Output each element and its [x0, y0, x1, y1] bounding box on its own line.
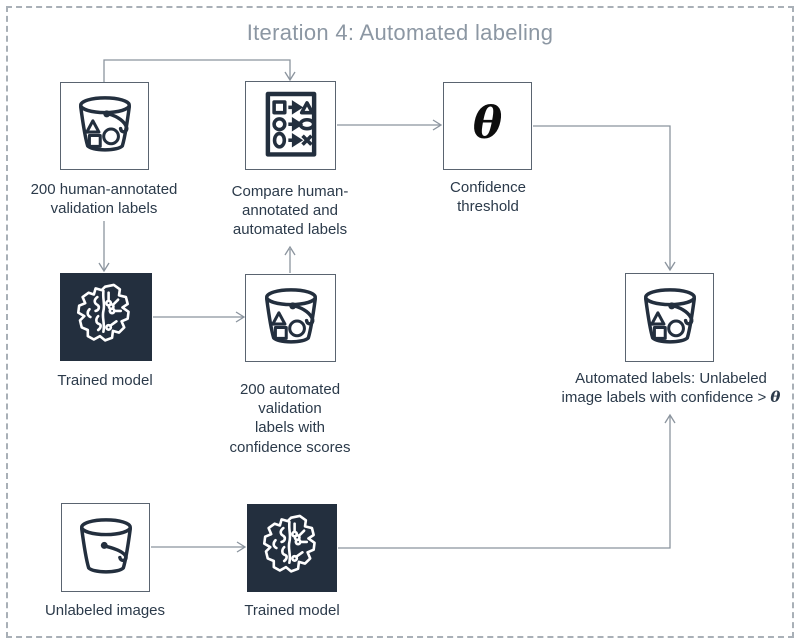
- node-unlabeled-images-bucket: [61, 503, 150, 592]
- arrow-human-bucket-to-model: [98, 221, 110, 273]
- human-annotated-bucket-label: 200 human-annotated validation labels: [30, 181, 178, 218]
- compare-labels-icon: [251, 86, 331, 166]
- node-compare-labels: [245, 81, 336, 170]
- node-trained-model-top: [60, 273, 152, 361]
- diagram-title: Iteration 4: Automated labeling: [246, 20, 554, 45]
- automated-validation-bucket-label: 200 automated validation labels with con…: [229, 381, 351, 456]
- arrow-human-bucket-to-compare: [103, 59, 296, 82]
- trained-model-bottom-label: Trained model: [244, 602, 340, 619]
- labeled-bucket-icon: [252, 279, 330, 357]
- output-labels-bucket-label: Automated labels: Unlabeled image labels…: [560, 369, 782, 407]
- labeled-bucket-icon: [66, 87, 144, 165]
- trained-model-top-label: Trained model: [57, 372, 153, 389]
- empty-bucket-icon: [67, 509, 145, 587]
- node-human-annotated-bucket: [60, 82, 149, 170]
- theta-inline-symbol: θ: [770, 388, 781, 407]
- unlabeled-images-label: Unlabeled images: [44, 602, 166, 619]
- theta-symbol: θ: [472, 98, 503, 149]
- node-output-labels-bucket: [625, 273, 714, 362]
- arrow-model-to-output-bucket: [338, 413, 676, 549]
- arrow-unlabeled-to-model: [151, 541, 247, 553]
- confidence-threshold-label: Confidence threshold: [450, 179, 526, 216]
- arrow-model-to-auto-bucket: [153, 311, 246, 323]
- output-label-text: Automated labels: Unlabeled image labels…: [561, 370, 767, 407]
- node-trained-model-bottom: [247, 504, 337, 592]
- arrow-compare-to-threshold: [337, 119, 443, 131]
- arrow-auto-bucket-to-compare: [284, 245, 296, 273]
- node-automated-validation-bucket: [245, 274, 336, 362]
- labeled-bucket-icon: [631, 279, 709, 357]
- trained-model-icon: [253, 509, 331, 587]
- arrow-threshold-to-output-bucket: [533, 125, 676, 272]
- node-confidence-threshold: θ: [443, 82, 532, 170]
- compare-labels-label: Compare human- annotated and automated l…: [231, 183, 349, 239]
- trained-model-icon: [67, 278, 145, 356]
